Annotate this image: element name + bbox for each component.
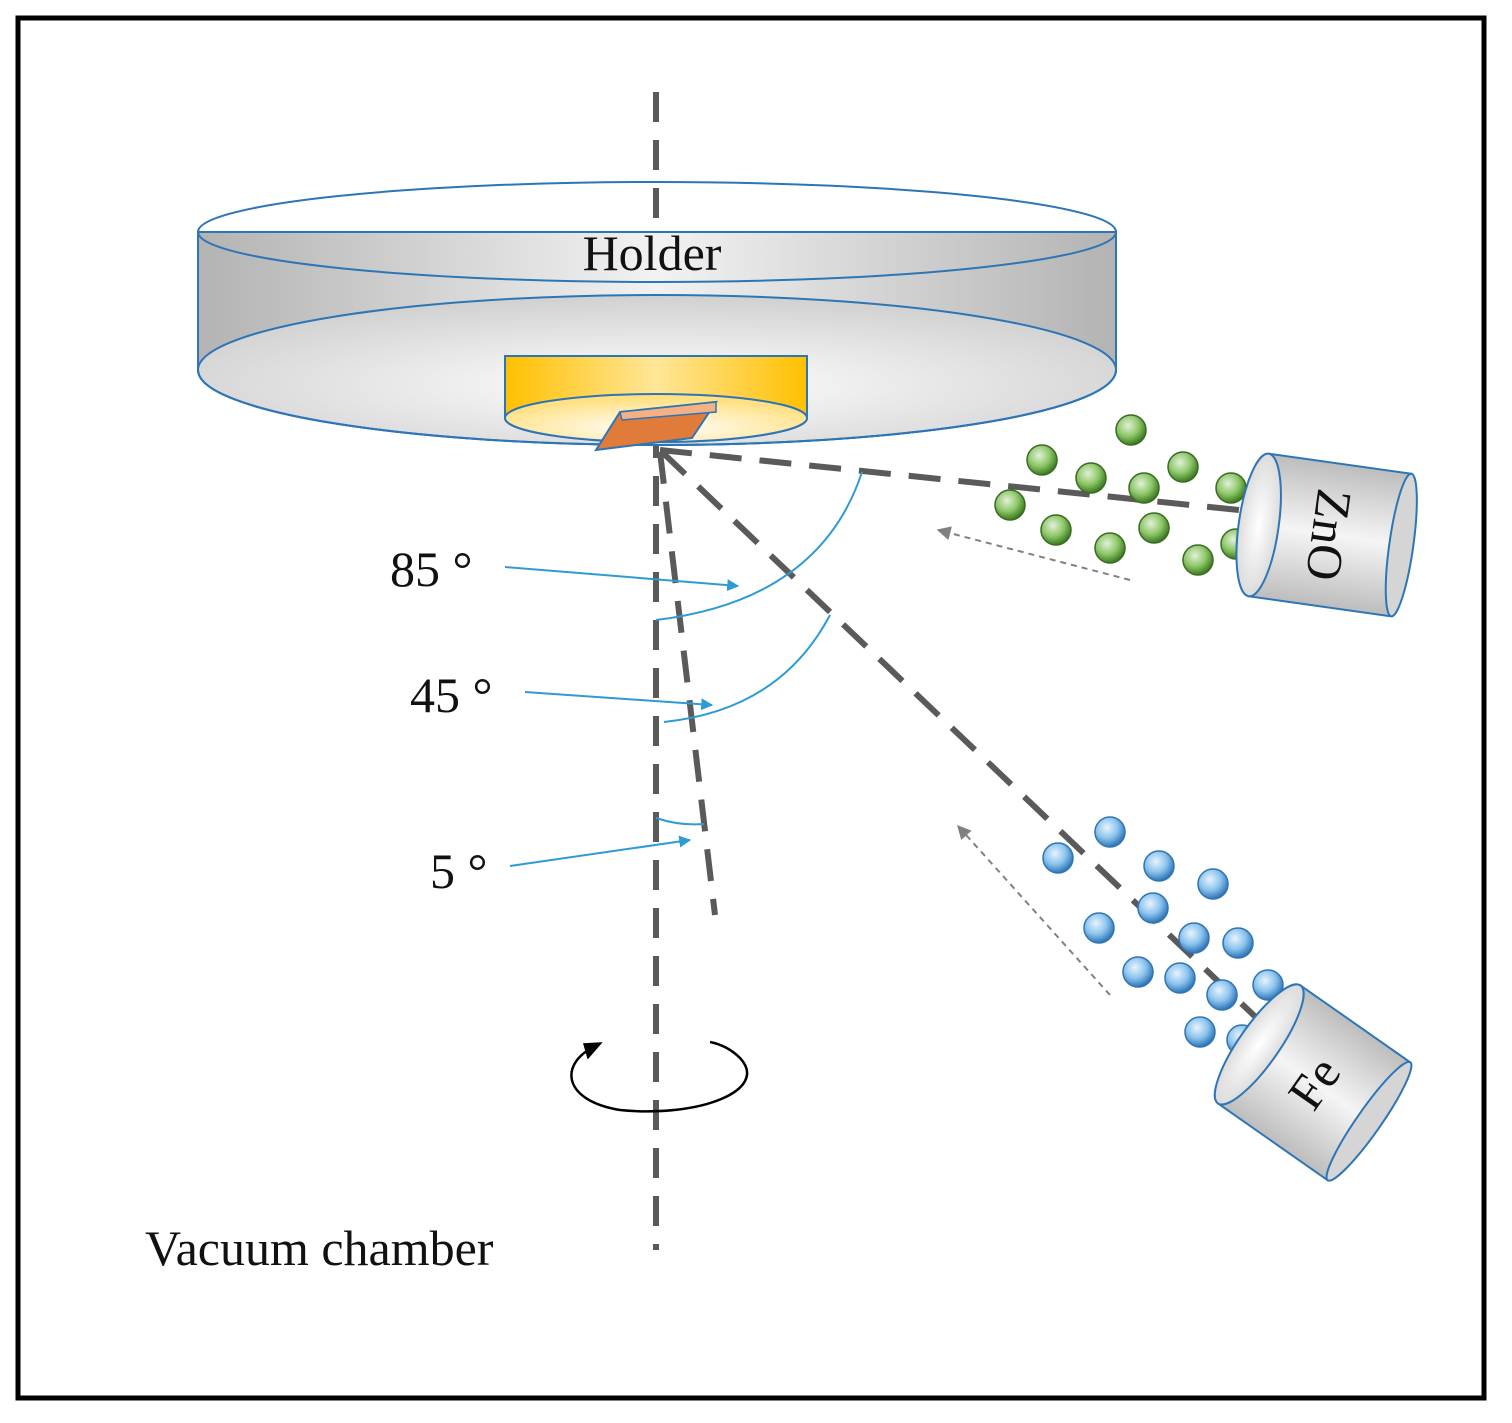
- zno-particle: [1138, 512, 1170, 544]
- angle-label-5: 5 °: [430, 843, 488, 899]
- fe-particle: [1178, 922, 1210, 954]
- zno-particle: [1040, 514, 1072, 546]
- angle-arc-45: [663, 614, 831, 723]
- substrate: [594, 400, 719, 452]
- fe-particle: [1164, 962, 1196, 994]
- fe-source: Fe: [1213, 983, 1413, 1182]
- angle-arc-5: [655, 817, 705, 826]
- zno-particle: [994, 489, 1026, 521]
- angle-label-45: 45 °: [410, 667, 493, 723]
- fe-particle: [1252, 969, 1284, 1001]
- fe-particle: [1197, 868, 1229, 900]
- zno-particle: [1215, 472, 1247, 504]
- tilted-normal-line: [657, 451, 718, 916]
- zno-particle: [1167, 451, 1199, 483]
- fe-particle: [1042, 842, 1074, 874]
- figure-frame: [15, 15, 1487, 1401]
- zno-particle: [1026, 444, 1058, 476]
- angle-pointer-5: [509, 835, 692, 867]
- zno-particle: [1128, 472, 1160, 504]
- fe-flux-arrow: [957, 824, 1111, 996]
- holder-label: Holder: [583, 225, 722, 281]
- zno-particle: [1075, 462, 1107, 494]
- angle-pointer-85: [504, 566, 740, 592]
- zno-particle: [1182, 544, 1214, 576]
- fe-particle: [1184, 1016, 1216, 1048]
- fe-particle: [1094, 816, 1126, 848]
- chamber-label: Vacuum chamber: [145, 1220, 494, 1276]
- angle-label-85: 85 °: [390, 541, 473, 597]
- rotation-arrow-icon: [570, 1040, 749, 1113]
- zno-incidence-line: [659, 447, 1259, 515]
- zno-flux-arrow: [936, 526, 1131, 581]
- fe-particle: [1206, 979, 1238, 1011]
- zno-particle: [1115, 414, 1147, 446]
- fe-particle: [1137, 892, 1169, 924]
- angle-pointer-45: [524, 691, 714, 711]
- fe-particle: [1122, 956, 1154, 988]
- zno-source: ZnO: [1235, 452, 1418, 618]
- zno-particle: [1094, 532, 1126, 564]
- zno-source-label: ZnO: [1295, 486, 1363, 585]
- angle-arc-85: [655, 471, 863, 621]
- fe-particle: [1222, 927, 1254, 959]
- rotation-arrow-head: [583, 1042, 603, 1060]
- fe-particle: [1083, 912, 1115, 944]
- fe-particle: [1143, 850, 1175, 882]
